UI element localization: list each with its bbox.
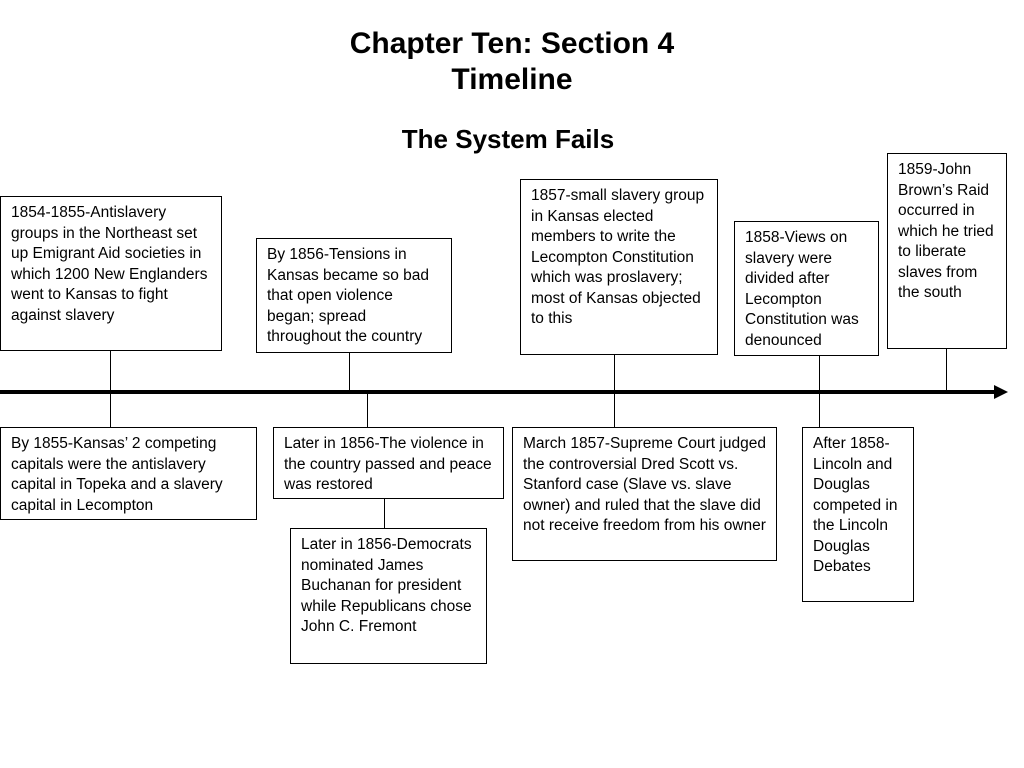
event-box-1858-views: 1858-Views on slavery were divided after… [734,221,879,356]
event-box-1856-peace: Later in 1856-The violence in the countr… [273,427,504,499]
event-text: 1854-1855-Antislavery groups in the Nort… [11,204,208,324]
title-text: Chapter Ten: Section 4 Timeline [349,27,675,96]
page-title: Chapter Ten: Section 4 Timeline [0,26,1024,98]
connector-1856-tensions [349,352,350,392]
event-box-1858-debates: After 1858-Lincoln and Douglas competed … [802,427,914,602]
event-text: By 1855-Kansas’ 2 competing capitals wer… [11,435,223,514]
connector-1858-debates [819,392,820,427]
connector-1856-peace [367,392,368,428]
event-box-1856-tensions: By 1856-Tensions in Kansas became so bad… [256,238,452,353]
event-text: By 1856-Tensions in Kansas became so bad… [267,246,429,345]
event-box-1857-lecompton: 1857-small slavery group in Kansas elect… [520,179,718,355]
event-box-1855-capitals: By 1855-Kansas’ 2 competing capitals wer… [0,427,257,520]
event-text: March 1857-Supreme Court judged the cont… [523,435,766,534]
connector-1858-views [819,356,820,392]
event-text: 1858-Views on slavery were divided after… [745,229,859,349]
event-text: 1859-John Brown’s Raid occurred in which… [898,161,994,301]
event-box-1857-dred-scott: March 1857-Supreme Court judged the cont… [512,427,777,561]
connector-1855 [110,392,111,428]
connector-1854 [110,350,111,392]
event-box-1856-nominations: Later in 1856-Democrats nominated James … [290,528,487,664]
timeline-axis [0,390,996,394]
event-text: 1857-small slavery group in Kansas elect… [531,187,705,327]
event-text: Later in 1856-The violence in the countr… [284,435,492,493]
connector-1857-dred-scott [614,392,615,427]
connector-1856-nominations [384,498,385,528]
event-box-1859-raid: 1859-John Brown’s Raid occurred in which… [887,153,1007,349]
event-box-1854-1855: 1854-1855-Antislavery groups in the Nort… [0,196,222,351]
connector-1859-raid [946,348,947,392]
event-text: Later in 1856-Democrats nominated James … [301,536,472,635]
timeline-arrowhead [994,385,1008,399]
connector-1857-lecompton [614,354,615,392]
event-text: After 1858-Lincoln and Douglas competed … [813,435,898,575]
page-subtitle: The System Fails [401,124,615,154]
